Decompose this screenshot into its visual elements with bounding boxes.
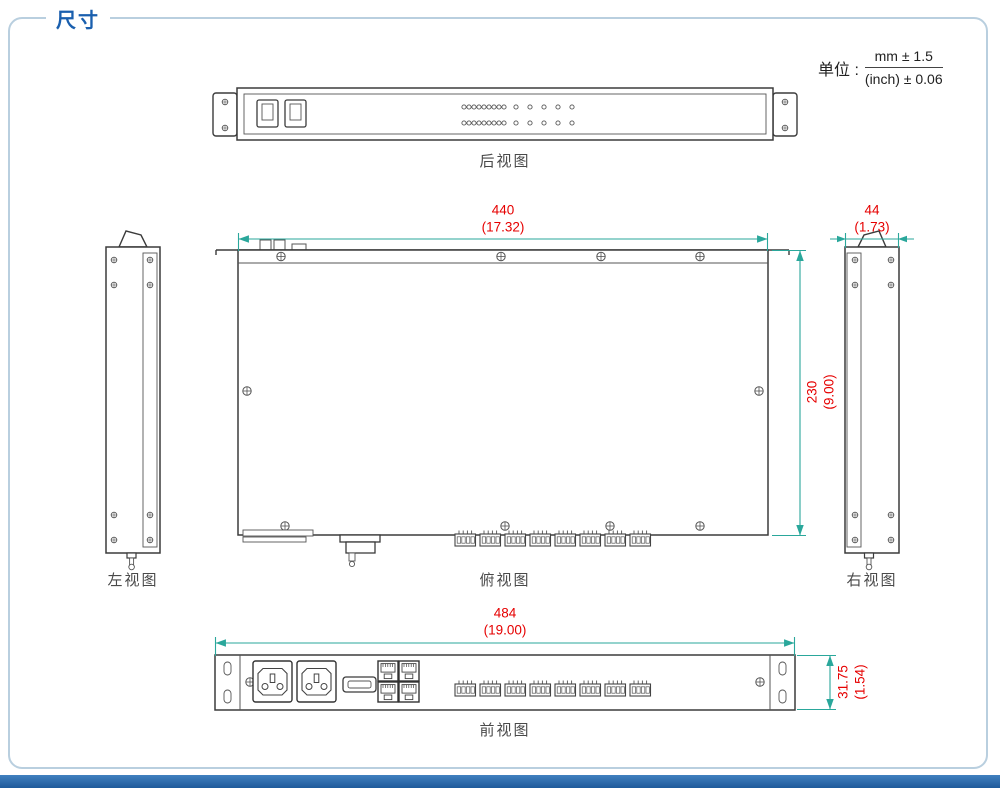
dim-484-mm: 484 xyxy=(493,605,517,621)
dim-230-mm: 230 xyxy=(804,380,820,404)
screw xyxy=(280,521,290,531)
side-hole xyxy=(851,256,859,264)
ear-slot xyxy=(223,689,232,704)
ear-slot xyxy=(778,661,787,676)
antenna-base xyxy=(863,552,875,559)
unit-inch-tolerance: (inch) ± 0.06 xyxy=(864,71,943,87)
ear-slot xyxy=(223,661,232,676)
screw xyxy=(242,386,252,396)
dim-440-mm: 440 xyxy=(491,202,515,218)
screw xyxy=(496,251,506,262)
antenna-tip xyxy=(128,563,135,571)
mount-hole xyxy=(221,98,229,106)
front-view-drawing xyxy=(214,654,796,711)
side-hole xyxy=(887,536,895,544)
unit-label: 单位 : xyxy=(818,61,859,79)
side-hole xyxy=(146,511,154,519)
screw xyxy=(754,386,764,396)
side-hole xyxy=(146,536,154,544)
rear-view-drawing xyxy=(212,87,798,141)
power-inlet-body xyxy=(345,541,376,554)
unit-note: 单位 : mm ± 1.5 (inch) ± 0.06 xyxy=(818,48,943,87)
side-hole xyxy=(146,281,154,289)
rj45-port xyxy=(398,660,420,682)
side-hole xyxy=(110,256,118,264)
dimension-lines xyxy=(214,233,914,711)
dim-44-mm: 44 xyxy=(864,202,880,218)
rj45-port xyxy=(377,660,399,682)
side-hole xyxy=(851,536,859,544)
power-inlet-flange xyxy=(339,534,381,543)
dim-31-75-mm: 31.75 xyxy=(835,665,851,699)
unit-mm-tolerance: mm ± 1.5 xyxy=(864,48,943,68)
mount-hole xyxy=(221,124,229,132)
footer-bar xyxy=(0,775,1000,788)
screw xyxy=(596,251,606,262)
side-hole xyxy=(110,536,118,544)
rear-view-label: 后视图 xyxy=(479,153,531,170)
side-hole xyxy=(146,256,154,264)
antenna-tip xyxy=(865,563,873,571)
side-hole xyxy=(851,511,859,519)
screw xyxy=(695,521,705,531)
rj45-port xyxy=(377,681,399,703)
side-hole xyxy=(887,281,895,289)
left-view-label: 左视图 xyxy=(107,572,159,589)
side-hole xyxy=(887,256,895,264)
top-view-drawing xyxy=(215,239,790,568)
power-switch-side xyxy=(117,230,149,248)
page-border xyxy=(8,17,988,769)
mount-hole xyxy=(781,124,789,132)
side-hole xyxy=(851,281,859,289)
side-hole xyxy=(110,511,118,519)
power-inlet xyxy=(296,660,337,703)
ear-slot xyxy=(778,689,787,704)
top-view-label: 俯视图 xyxy=(479,572,531,589)
mount-hole xyxy=(781,98,789,106)
rj45-port xyxy=(398,681,420,703)
screw xyxy=(500,521,510,531)
side-hole xyxy=(110,281,118,289)
unit-fraction: mm ± 1.5 (inch) ± 0.06 xyxy=(864,48,943,87)
left-view-drawing xyxy=(105,230,161,571)
screw xyxy=(755,677,765,687)
power-inlet xyxy=(252,660,293,703)
screw xyxy=(695,251,705,262)
dim-31-75-inch: (1.54) xyxy=(852,664,868,700)
side-hole xyxy=(887,511,895,519)
page-title: 尺寸 xyxy=(46,4,110,33)
screw xyxy=(276,251,286,262)
vent-slot xyxy=(242,536,307,543)
screw xyxy=(605,521,615,531)
right-view-label: 右视图 xyxy=(846,572,898,589)
dim-230-inch: (9.00) xyxy=(821,374,837,410)
front-view-label: 前视图 xyxy=(479,722,531,739)
right-view-drawing xyxy=(844,230,900,571)
dim-484-inch: (19.00) xyxy=(483,622,527,638)
antenna-base xyxy=(126,552,137,559)
rear-connector-pins xyxy=(461,104,575,126)
dim-44-inch: (1.73) xyxy=(854,219,890,235)
dim-440-inch: (17.32) xyxy=(481,219,525,235)
vent-slot xyxy=(242,529,314,537)
